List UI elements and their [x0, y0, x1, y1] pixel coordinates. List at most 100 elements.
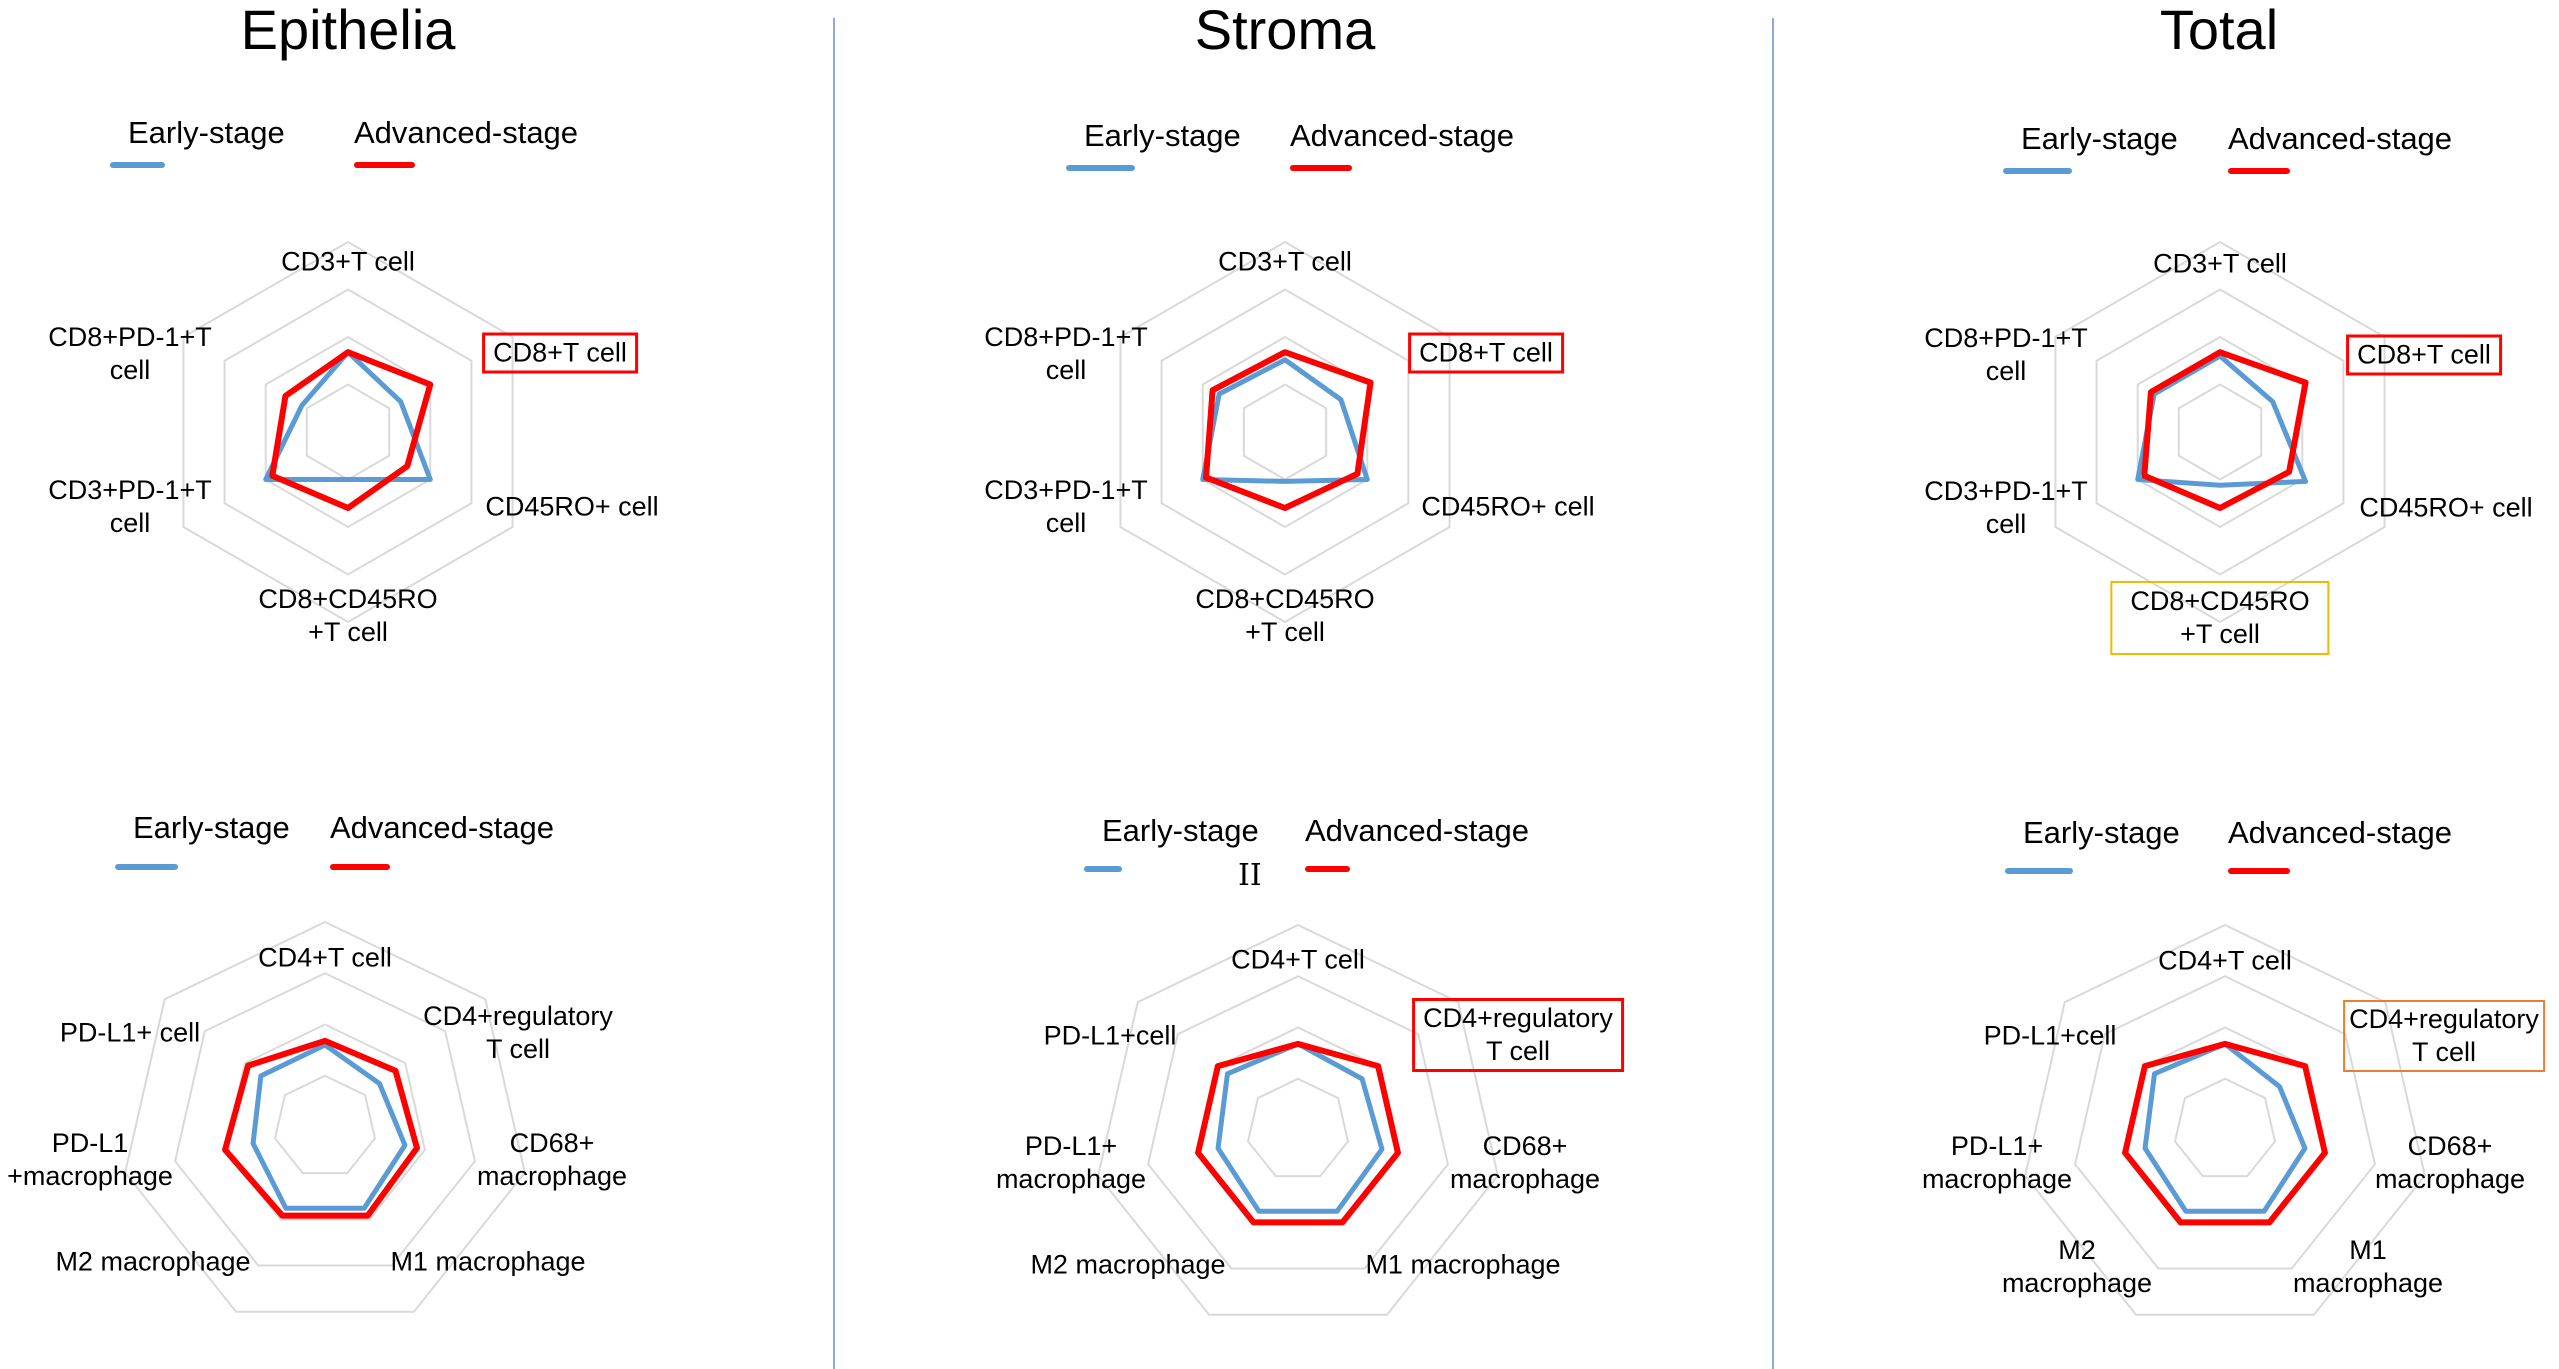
axis-label: CD45RO+ cell	[485, 491, 659, 522]
series-advanced-stage-line	[2122, 1040, 2328, 1226]
legend-advanced-stage-swatch	[354, 162, 415, 168]
series-advanced-stage-line	[1203, 349, 1374, 511]
legend-advanced-stage-swatch	[1290, 165, 1352, 171]
column-title-stroma: Stroma	[1194, 0, 1376, 61]
radar-chart-stroma-top	[1119, 240, 1451, 624]
radar-grid-ring	[1246, 1077, 1350, 1178]
series-early-stage-line	[250, 1042, 408, 1211]
legend-advanced-stage-swatch	[1305, 866, 1350, 872]
radar-grid-ring	[182, 240, 514, 624]
series-early-stage-line	[263, 349, 433, 482]
legend-advanced-stage-swatch	[330, 864, 390, 870]
axis-label: CD68+macrophage	[1449, 1131, 1601, 1194]
radar-chart-total-top	[2054, 240, 2386, 624]
legend-advanced-stage-label: Advanced-stage	[2228, 121, 2453, 156]
axis-label: PD-L1+cell	[1983, 1020, 2117, 1051]
legend-advanced-stage-label: Advanced-stage	[1305, 813, 1530, 848]
legend-early-stage-swatch	[2003, 168, 2072, 174]
legend-early-stage-swatch	[110, 162, 165, 168]
legend-advanced-stage-label: Advanced-stage	[354, 115, 579, 150]
radar-grid-ring	[1147, 975, 1449, 1270]
series-early-stage-line	[2135, 353, 2309, 488]
radar-grid-ring	[2074, 975, 2376, 1270]
radar-grid-ring	[1242, 383, 1328, 481]
axis-label: CD68+macrophage	[2374, 1131, 2526, 1194]
radar-chart-epithelia-bottom	[124, 920, 526, 1313]
axis-label: PD-L1+macrophage	[1921, 1131, 2073, 1194]
legend-early-stage-swatch	[2005, 868, 2073, 874]
legend-early-stage-label: Early-stage	[2021, 121, 2178, 156]
axis-label: CD4+T cell	[1231, 944, 1365, 975]
axis-label: CD8+CD45RO+T cell	[2110, 581, 2330, 655]
radar-grid-ring	[1201, 335, 1369, 529]
radar-grid-ring	[2177, 383, 2263, 481]
radar-grid-ring	[2173, 1077, 2277, 1178]
axis-label: PD-L1+ cell	[59, 1017, 201, 1048]
radar-chart-epithelia-top	[182, 240, 514, 624]
series-advanced-stage-line	[222, 1037, 420, 1219]
radar-grid-ring	[2054, 240, 2386, 624]
series-advanced-stage-line	[269, 349, 434, 511]
axis-label: CD8+T cell	[2346, 334, 2502, 376]
radar-grid-ring	[2024, 923, 2426, 1316]
axis-label: CD3+T cell	[2153, 248, 2287, 279]
radar-grid-ring	[305, 383, 391, 481]
legend-early-stage-label: Early-stage	[133, 810, 290, 845]
axis-label: CD3+T cell	[281, 246, 415, 277]
axis-label: M2 macrophage	[1030, 1249, 1226, 1280]
legend-advanced-stage-swatch	[2228, 168, 2290, 174]
axis-label: CD8+T cell	[482, 332, 638, 374]
series-advanced-stage-line	[2141, 349, 2309, 511]
column-title-epithelia: Epithelia	[240, 0, 456, 61]
legend-early-stage-label: Early-stage	[128, 115, 285, 150]
legend-advanced-stage-swatch	[2228, 868, 2290, 874]
column-divider-right	[1772, 18, 1774, 1369]
radar-grid-ring	[2136, 335, 2304, 529]
roman-numeral-annotation: II	[1238, 858, 1262, 893]
axis-label: M1 macrophage	[1365, 1249, 1561, 1280]
legend-early-stage-swatch	[115, 864, 178, 870]
radar-chart-stroma-bottom	[1097, 923, 1499, 1316]
radar-grid-ring	[1119, 240, 1451, 624]
axis-label: CD3+T cell	[1218, 246, 1352, 277]
radar-grid-ring	[223, 1023, 427, 1221]
legend-early-stage-label: Early-stage	[1102, 813, 1259, 848]
axis-label: CD8+CD45RO+T cell	[258, 584, 438, 647]
series-advanced-stage-line	[1195, 1040, 1401, 1226]
radar-grid-ring	[124, 920, 526, 1313]
axis-label: PD-L1+macrophage	[7, 1128, 173, 1191]
legend-early-stage-swatch	[1066, 165, 1135, 171]
series-early-stage-line	[1200, 357, 1370, 484]
column-divider-left	[833, 18, 835, 1369]
legend-advanced-stage-label: Advanced-stage	[2228, 815, 2453, 850]
axis-label: M2 macrophage	[55, 1246, 251, 1277]
series-early-stage-line	[2142, 1041, 2308, 1214]
axis-label: CD8+CD45RO+T cell	[1195, 584, 1375, 647]
radar-grid-ring	[223, 288, 473, 576]
legend-early-stage-swatch	[1084, 866, 1122, 872]
radar-grid-ring	[2095, 288, 2345, 576]
legend-early-stage-label: Early-stage	[1084, 118, 1241, 153]
axis-label: CD4+T cell	[2158, 945, 2292, 976]
radar-grid-ring	[1160, 288, 1410, 576]
radar-grid-ring	[1097, 923, 1499, 1316]
legend-early-stage-label: Early-stage	[2023, 815, 2180, 850]
radar-chart-total-bottom	[2024, 923, 2426, 1316]
radar-grid-ring	[273, 1074, 377, 1175]
legend-advanced-stage-label: Advanced-stage	[330, 810, 555, 845]
column-title-total: Total	[2159, 0, 2279, 61]
radar-grid-ring	[174, 972, 476, 1267]
axis-label: CD8+T cell	[1408, 332, 1564, 374]
